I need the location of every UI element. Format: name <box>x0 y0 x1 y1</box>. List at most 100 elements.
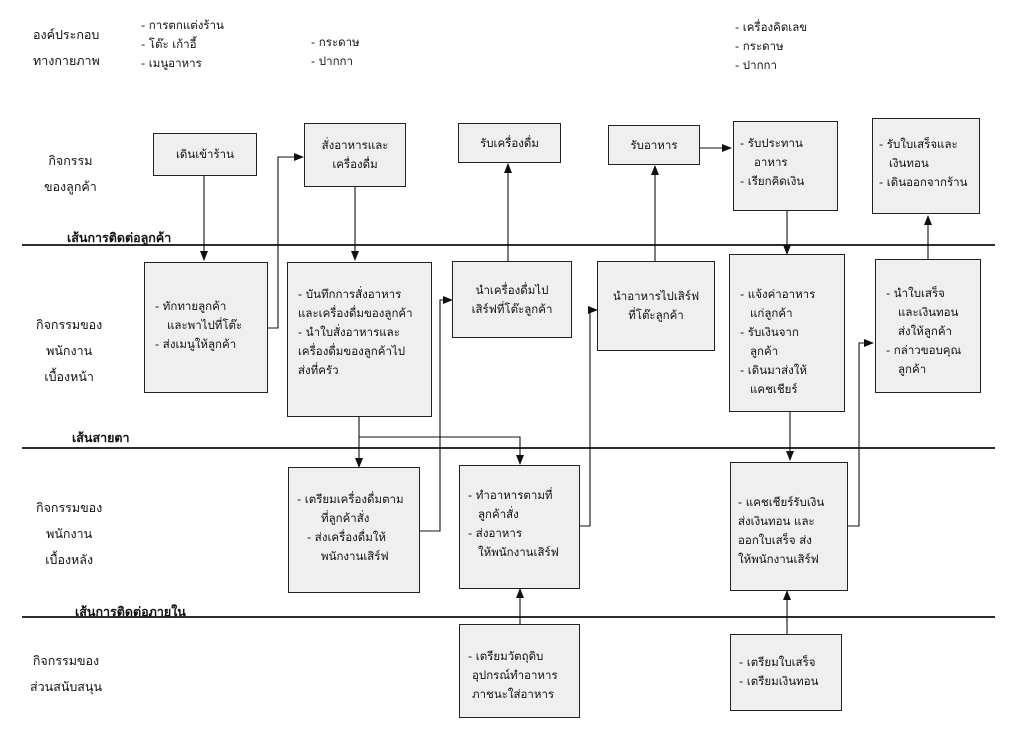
box-text: - ส่งเมนูให้ลูกค้า <box>155 337 237 351</box>
lane-label-support: กิจกรรมของ ส่วนสนับสนุน <box>30 648 102 700</box>
evidence-item: - กระดาษ <box>735 39 784 53</box>
lane-label-line: พนักงาน <box>46 526 93 541</box>
box-text: - เตรียมวัตถุดิบ <box>468 649 544 663</box>
box-text: ที่ลูกค้าสั่ง <box>321 511 370 525</box>
box-text: ให้พนักงานเสิร์ฟ <box>478 545 559 559</box>
customer-action-enter: เดินเข้าร้าน <box>153 133 257 176</box>
physical-evidence-label: องค์ประกอบ ทางกายภาพ <box>33 22 100 74</box>
evidence-item: - กระดาษ <box>311 35 360 49</box>
box-text: ลูกค้า <box>750 344 779 358</box>
physical-label-line-2: ทางกายภาพ <box>33 53 100 68</box>
lane-label-customer: กิจกรรม ของลูกค้า <box>44 148 97 200</box>
box-text: - เตรียมใบเสร็จ <box>739 655 816 669</box>
support-action-prepare-receipt: - เตรียมใบเสร็จ - เตรียมเงินทอน <box>730 634 842 711</box>
box-text: - นำใบเสร็จ <box>886 286 945 300</box>
box-text: ส่งที่ครัว <box>298 363 339 377</box>
box-text: - รับเงินจาก <box>740 325 799 339</box>
box-text: ลูกค้าสั่ง <box>478 507 519 521</box>
box-text: - รับประทาน <box>740 136 803 150</box>
box-text: อาหาร <box>754 155 788 169</box>
box-text: - เดินมาส่งให้ <box>740 363 807 377</box>
frontstage-action-serve-food: นำอาหารไปเสิร์ฟ ที่โต๊ะลูกค้า <box>597 261 715 351</box>
frontstage-action-greet: - ทักทายลูกค้า และพาไปที่โต๊ะ - ส่งเมนูใ… <box>144 262 268 393</box>
box-text: - ส่งอาหาร <box>468 526 523 540</box>
backstage-action-cook: - ทำอาหารตามที่ ลูกค้าสั่ง - ส่งอาหาร ให… <box>459 465 580 589</box>
box-text: แก่ลูกค้า <box>750 306 793 320</box>
box-text: ให้พนักงานเสิร์ฟ <box>738 552 819 566</box>
box-text: และเงินทอน <box>898 305 959 319</box>
lane-label-line: กิจกรรม <box>48 153 93 168</box>
box-text: รับเครื่องดื่ม <box>480 135 539 150</box>
box-text: - แคชเชียร์รับเงิน <box>738 495 825 509</box>
box-text: - นำใบสั่งอาหารและ <box>298 325 400 339</box>
evidence-item: - เมนูอาหาร <box>141 56 202 70</box>
evidence-item: - โต๊ะ เก้าอี้ <box>141 37 197 51</box>
box-text: - บันทึกการสั่งอาหาร <box>298 287 402 301</box>
box-text: - ทักทายลูกค้า <box>155 299 227 313</box>
box-text: ภาชนะใส่อาหาร <box>472 687 555 701</box>
customer-action-eat-pay: - รับประทาน อาหาร - เรียกคิดเงิน <box>733 121 838 211</box>
arrow-f1-c2 <box>268 153 304 329</box>
lane-label-line: พนักงาน <box>46 343 93 358</box>
physical-label-line-1: องค์ประกอบ <box>33 27 100 42</box>
lane-label-line: เบื้องหลัง <box>45 552 94 567</box>
box-text: - เตรียมเงินทอน <box>739 674 819 688</box>
evidence-col-2: - กระดาษ - ปากกา <box>311 33 360 71</box>
customer-action-receive-food: รับอาหาร <box>608 125 700 165</box>
frontstage-action-return-change: - นำใบเสร็จ และเงินทอน ส่งให้ลูกค้า - กล… <box>875 259 981 393</box>
box-text: - เรียกคิดเงิน <box>740 174 805 188</box>
arrow-b3-f6 <box>848 339 874 527</box>
lane-label-line: ส่วนสนับสนุน <box>30 679 103 694</box>
customer-action-leave: - รับใบเสร็จและ เงินทอน - เดินออกจากร้าน <box>872 118 980 214</box>
line-of-interaction-label: เส้นการติดต่อลูกค้า <box>67 230 172 245</box>
box-text: พนักงานเสิร์ฟ <box>321 549 389 563</box>
evidence-col-3: - เครื่องคิดเลข - กระดาษ - ปากกา <box>735 18 807 75</box>
lane-label-front: กิจกรรมของ พนักงาน เบื้องหน้า <box>36 312 102 390</box>
box-text: - เดินออกจากร้าน <box>879 175 968 189</box>
frontstage-action-bill: - แจ้งค่าอาหาร แก่ลูกค้า - รับเงินจาก ลู… <box>729 254 845 412</box>
arrow-f2-b2 <box>359 436 524 465</box>
box-text: - แจ้งค่าอาหาร <box>740 287 816 301</box>
lane-label-line: เบื้องหน้า <box>44 369 94 384</box>
box-text: เดินเข้าร้าน <box>175 147 234 161</box>
lane-label-line: ของลูกค้า <box>44 179 97 194</box>
box-text: - เตรียมเครื่องดื่มตาม <box>297 492 404 506</box>
box-text: และพาไปที่โต๊ะ <box>167 318 243 332</box>
lane-label-line: กิจกรรมของ <box>36 317 103 332</box>
box-text: ลูกค้า <box>898 362 927 376</box>
box-text: เครื่องดื่ม <box>332 157 378 171</box>
customer-action-receive-drink: รับเครื่องดื่ม <box>458 123 561 163</box>
box-text: ส่งให้ลูกค้า <box>898 324 952 338</box>
box-text: ที่โต๊ะลูกค้า <box>628 308 684 322</box>
evidence-col-1: - การตกแต่งร้าน - โต๊ะ เก้าอี้ - เมนูอาห… <box>141 16 224 73</box>
box-text: รับอาหาร <box>630 137 678 152</box>
box-text: เครื่องดื่มของลูกค้าไป <box>298 344 405 358</box>
frontstage-action-serve-drink: นำเครื่องดื่มไป เสิร์ฟที่โต๊ะลูกค้า <box>452 261 572 338</box>
box-text: ส่งเงินทอน และ <box>738 514 815 528</box>
box-text: แคชเชียร์ <box>750 382 798 396</box>
backstage-action-prepare-drink: - เตรียมเครื่องดื่มตาม ที่ลูกค้าสั่ง - ส… <box>288 467 420 593</box>
box-text: - กล่าวขอบคุณ <box>886 343 962 357</box>
box-text: เสิร์ฟที่โต๊ะลูกค้า <box>471 301 553 316</box>
support-action-prepare-ingredients: - เตรียมวัตถุดิบ อุปกรณ์ทำอาหาร ภาชนะใส่… <box>459 624 580 718</box>
box-text: ออกใบเสร็จ ส่ง <box>738 533 812 547</box>
evidence-item: - ปากกา <box>735 58 777 72</box>
evidence-item: - เครื่องคิดเลข <box>735 20 808 34</box>
box-text: - รับใบเสร็จและ <box>879 137 958 151</box>
lane-label-line: กิจกรรมของ <box>32 653 100 668</box>
box-text: สั่งอาหารและ <box>321 138 389 152</box>
lane-label-back: กิจกรรมของ พนักงาน เบื้องหลัง <box>36 495 102 573</box>
customer-action-order: สั่งอาหารและ เครื่องดื่ม <box>304 123 406 187</box>
arrow-b2-f4 <box>580 306 598 527</box>
evidence-item: - การตกแต่งร้าน <box>141 18 224 32</box>
box-text: นำอาหารไปเสิร์ฟ <box>612 289 700 303</box>
box-text: - ส่งเครื่องดื่มให้ <box>307 530 387 544</box>
box-text: และเครื่องดื่มของลูกค้า <box>298 306 413 320</box>
box-text: อุปกรณ์ทำอาหาร <box>472 668 558 682</box>
arrow-b1-f3 <box>420 296 453 532</box>
line-of-visibility-label: เส้นสายตา <box>72 430 130 445</box>
lane-label-line: กิจกรรมของ <box>36 500 103 515</box>
frontstage-action-take-order: - บันทึกการสั่งอาหาร และเครื่องดื่มของลู… <box>287 262 432 417</box>
backstage-action-cashier: - แคชเชียร์รับเงิน ส่งเงินทอน และ ออกใบเ… <box>730 462 848 591</box>
